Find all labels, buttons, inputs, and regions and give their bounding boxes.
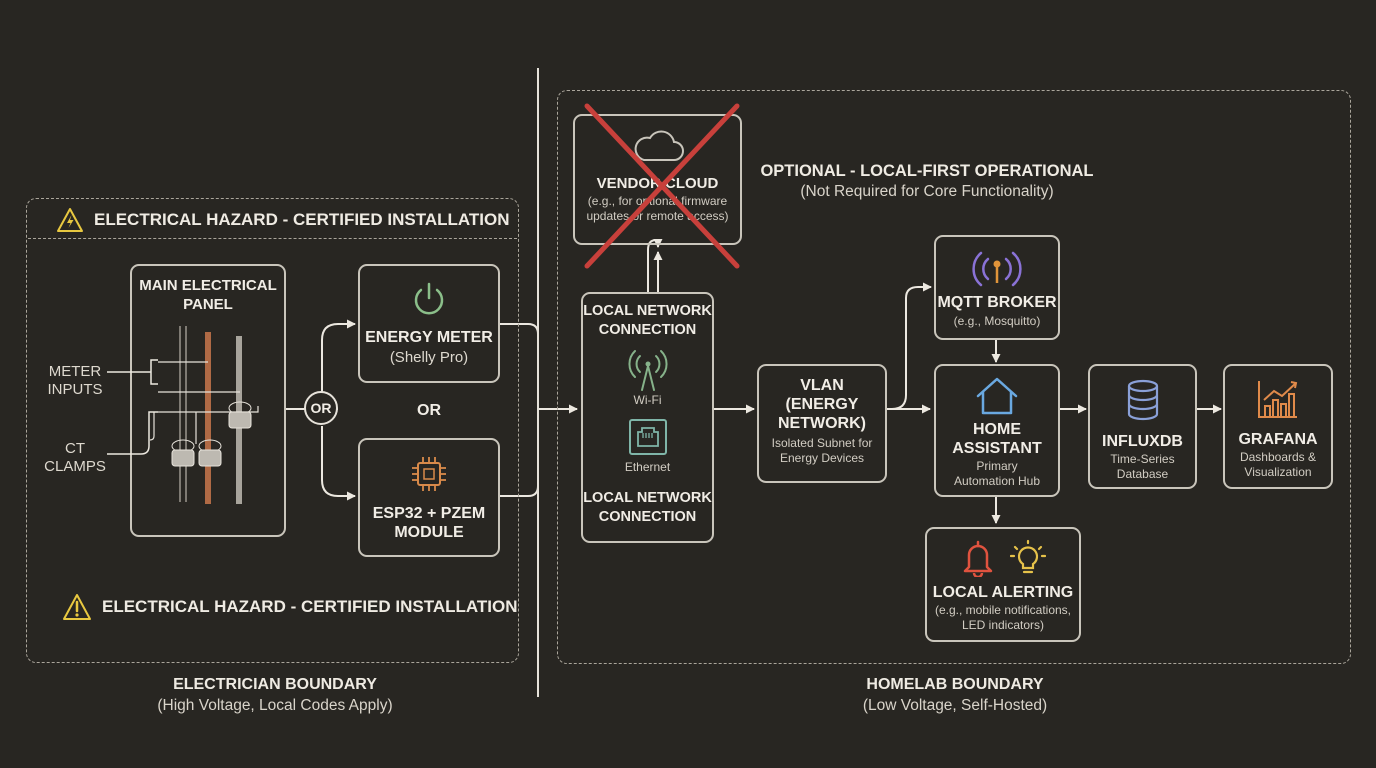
vlan-title: VLAN (ENERGY NETWORK) xyxy=(778,377,866,432)
mqtt-subtitle: (e.g., Mosquitto) xyxy=(953,314,1041,328)
alert-icons xyxy=(960,539,1046,577)
vendor-cloud-box: VENDOR CLOUD (e.g., for optional firmwar… xyxy=(573,114,742,245)
electrician-boundary-title: ELECTRICIAN BOUNDARY xyxy=(173,676,377,693)
hazard-label-bottom: ELECTRICAL HAZARD - CERTIFIED INSTALLATI… xyxy=(62,593,518,621)
electrician-zone-divider xyxy=(28,238,517,239)
hazard-label-top: ELECTRICAL HAZARD - CERTIFIED INSTALLATI… xyxy=(56,207,510,233)
local-alerting-subtitle: (e.g., mobile notifications, LED indicat… xyxy=(934,603,1072,632)
local-network-title-bottom: LOCAL NETWORK CONNECTION xyxy=(583,490,712,525)
homelab-boundary-title: HOMELAB BOUNDARY xyxy=(866,676,1044,693)
lightbulb-icon xyxy=(1010,539,1046,574)
ct-clamps-label: CT CLAMPS xyxy=(44,440,106,475)
electrician-boundary-label: ELECTRICIAN BOUNDARY (High Voltage, Loca… xyxy=(110,676,440,715)
mqtt-broker-box: MQTT BROKER (e.g., Mosquitto) xyxy=(934,235,1060,340)
energy-meter-box: ENERGY METER (Shelly Pro) xyxy=(358,264,500,383)
homelab-zone xyxy=(557,90,1351,664)
grafana-box: GRAFANA Dashboards & Visualization xyxy=(1223,364,1333,489)
home-assistant-box: HOME ASSISTANT Primary Automation Hub xyxy=(934,364,1060,497)
input-leader-arrows xyxy=(107,359,158,455)
influxdb-box: INFLUXDB Time-Series Database xyxy=(1088,364,1197,489)
electrician-zone xyxy=(26,198,519,663)
ethernet-label: Ethernet xyxy=(624,460,671,474)
home-assistant-subtitle: Primary Automation Hub xyxy=(953,459,1041,488)
hazard-text-bottom: ELECTRICAL HAZARD - CERTIFIED INSTALLATI… xyxy=(102,597,518,616)
electrician-boundary-subtitle: (High Voltage, Local Codes Apply) xyxy=(157,697,393,714)
esp32-pzem-box: ESP32 + PZEM MODULE xyxy=(358,438,500,557)
bell-icon xyxy=(963,540,993,577)
broadcast-icon xyxy=(972,251,1022,287)
grafana-subtitle: Dashboards & Visualization xyxy=(1239,450,1317,479)
power-icon xyxy=(414,282,444,315)
energy-meter-title: ENERGY METER xyxy=(365,329,493,346)
local-alerting-box: LOCAL ALERTING (e.g., mobile notificatio… xyxy=(925,527,1081,642)
vlan-box: VLAN (ENERGY NETWORK) Isolated Subnet fo… xyxy=(757,364,887,483)
hazard-text-top: ELECTRICAL HAZARD - CERTIFIED INSTALLATI… xyxy=(94,210,510,229)
house-icon xyxy=(976,377,1018,415)
panel-title: MAIN ELECTRICAL PANEL xyxy=(139,277,277,313)
mqtt-title: MQTT BROKER xyxy=(937,294,1057,311)
wifi-tower-icon xyxy=(628,350,667,391)
ethernet-port-icon xyxy=(628,419,667,455)
grafana-title: GRAFANA xyxy=(1238,431,1318,448)
influxdb-title: INFLUXDB xyxy=(1102,433,1183,450)
energy-meter-subtitle: (Shelly Pro) xyxy=(389,349,469,366)
or-circle-label: OR xyxy=(310,399,332,416)
cross-out-icon xyxy=(584,103,740,269)
warning-icon xyxy=(63,594,91,620)
main-electrical-panel: MAIN ELECTRICAL PANEL xyxy=(130,264,286,537)
esp32-title: ESP32 + PZEM MODULE xyxy=(372,505,486,541)
home-assistant-title: HOME ASSISTANT xyxy=(952,421,1042,457)
chip-icon xyxy=(412,457,446,491)
optional-subtitle: (Not Required for Core Functionality) xyxy=(800,183,1054,200)
local-network-box: LOCAL NETWORK CONNECTION Wi-Fi Ethernet … xyxy=(581,292,714,543)
homelab-boundary-subtitle: (Low Voltage, Self-Hosted) xyxy=(862,697,1048,714)
or-between-label: OR xyxy=(417,402,441,419)
local-alerting-title: LOCAL ALERTING xyxy=(932,584,1074,601)
warning-icon xyxy=(57,208,83,232)
homelab-boundary-label: HOMELAB BOUNDARY (Low Voltage, Self-Host… xyxy=(790,676,1120,715)
influxdb-subtitle: Time-Series Database xyxy=(1110,452,1175,481)
optional-label: OPTIONAL - LOCAL-FIRST OPERATIONAL (Not … xyxy=(752,162,1102,201)
or-circle: OR xyxy=(304,391,338,425)
bar-chart-icon xyxy=(1258,381,1298,418)
wifi-label: Wi-Fi xyxy=(633,393,662,407)
panel-wiring-illustration xyxy=(149,326,259,504)
vlan-subtitle: Isolated Subnet for Energy Devices xyxy=(771,436,873,465)
optional-title: OPTIONAL - LOCAL-FIRST OPERATIONAL xyxy=(760,162,1094,180)
meter-inputs-label: METER INPUTS xyxy=(47,363,103,398)
cloud-icon xyxy=(634,130,684,161)
local-network-title-top: LOCAL NETWORK CONNECTION xyxy=(583,303,712,338)
database-icon xyxy=(1127,379,1158,421)
